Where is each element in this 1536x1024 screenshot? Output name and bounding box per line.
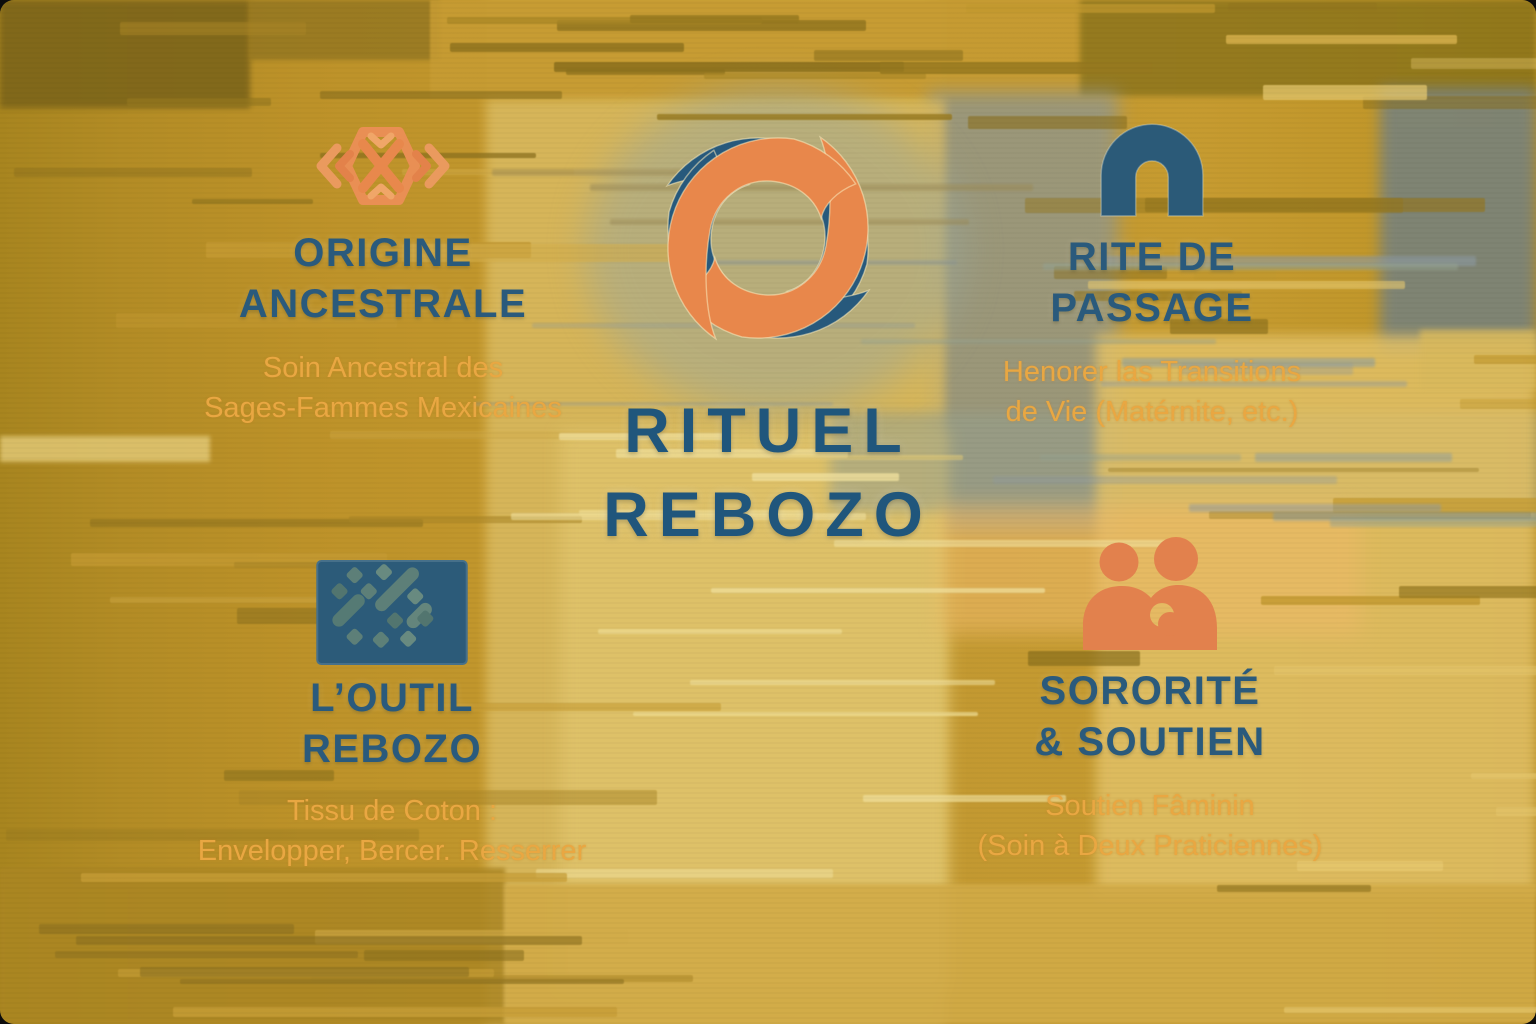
section-subtitle-line: Soin Ancestral des <box>262 351 504 384</box>
section-title-line: ORIGINE <box>293 231 473 275</box>
swirl-logo-icon <box>448 112 1088 364</box>
section-subtitle: Henorer las Transitions de Vie (Matérnit… <box>832 352 1472 432</box>
section-title-line: & SOUTIEN <box>1034 719 1266 764</box>
main-title: RITUEL REBOZO <box>448 390 1088 558</box>
section-subtitle-line: Soutien Fâminin <box>1045 789 1255 822</box>
section-title: L’OUTIL REBOZO <box>72 673 712 775</box>
section-title-line: REBOZO <box>301 726 483 771</box>
weave-fabric-icon <box>72 560 712 665</box>
two-people-icon <box>830 536 1470 650</box>
section-subtitle-line: de Vie (Matérnite, etc.) <box>1005 395 1299 428</box>
section-title-line: SORORITÉ <box>1039 669 1261 713</box>
section-subtitle: Tissu de Coton : Envelopper, Bercer. Res… <box>72 791 712 871</box>
section-title-line: ANCESTRALE <box>238 281 528 326</box>
section-subtitle-line: Envelopper, Bercer. Resserrer <box>197 834 587 867</box>
section-title: RITE DE PASSAGE <box>832 232 1472 334</box>
section-subtitle-line: (Soin à Deux Praticiennes) <box>977 829 1323 862</box>
section-outil-rebozo: L’OUTIL REBOZO Tissu de Coton : Envelopp… <box>72 560 712 871</box>
section-subtitle-line: Henorer las Transitions <box>1002 355 1302 388</box>
arch-icon <box>832 116 1472 218</box>
main-title-line: RITUEL <box>624 396 912 466</box>
section-sororite-soutien: SORORITÉ & SOUTIEN Soutien Fâminin (Soin… <box>830 536 1470 866</box>
section-title: ORIGINE ANCESTRALE <box>63 228 703 330</box>
section-subtitle: Soin Ancestral des Sages-Fammes Mexicain… <box>63 348 703 428</box>
section-subtitle-line: Sages-Fammes Mexicaines <box>204 391 562 424</box>
section-subtitle: Soutien Fâminin (Soin à Deux Praticienne… <box>830 786 1470 866</box>
main-title-line: REBOZO <box>603 479 933 550</box>
section-origine-ancestrale: ORIGINE ANCESTRALE Soin Ancestral des Sa… <box>63 116 703 428</box>
aztec-weave-icon <box>63 116 703 216</box>
section-title-line: L’OUTIL <box>310 676 474 720</box>
section-title-line: PASSAGE <box>1050 285 1254 330</box>
section-title: SORORITÉ & SOUTIEN <box>830 666 1470 768</box>
logo-block: RITUEL REBOZO <box>448 112 1088 558</box>
section-subtitle-line: Tissu de Coton : <box>286 794 498 827</box>
section-title-line: RITE DE <box>1067 235 1237 279</box>
section-rite-de-passage: RITE DE PASSAGE Henorer las Transitions … <box>832 116 1472 432</box>
